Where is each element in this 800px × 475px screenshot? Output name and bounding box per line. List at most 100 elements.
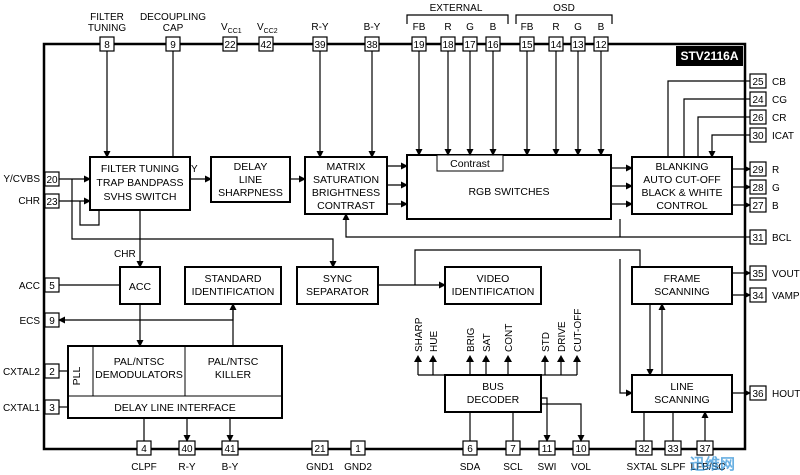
svg-text:37: 37 (699, 444, 711, 455)
pin-42: 42 (260, 40, 272, 51)
label-vamp: VAMP (772, 291, 800, 302)
svg-text:PAL/NTSC: PAL/NTSC (208, 356, 259, 368)
svg-text:DEMODULATORS: DEMODULATORS (95, 369, 183, 381)
svg-text:41: 41 (224, 444, 236, 455)
label-ycvbs: Y/CVBS (3, 174, 40, 185)
pin-15: 15 (521, 40, 533, 51)
label-osd-fb: FB (521, 22, 534, 33)
label-cxtal2: CXTAL2 (3, 367, 40, 378)
svg-text:LINE: LINE (239, 174, 262, 186)
svg-text:4: 4 (141, 444, 147, 455)
svg-text:SEPARATOR: SEPARATOR (306, 286, 369, 298)
svg-text:40: 40 (181, 444, 193, 455)
wires: Y CHR (58, 51, 751, 442)
svg-text:GND2: GND2 (344, 462, 372, 473)
pin-13: 13 (572, 40, 584, 51)
svg-text:CLPF: CLPF (131, 462, 157, 473)
top-pins: 8 9 22 42 39 38 19 18 17 16 15 14 13 12 (99, 36, 609, 52)
svg-text:KILLER: KILLER (215, 369, 252, 381)
svg-text:29: 29 (752, 165, 764, 176)
block-bus-decoder (444, 374, 542, 413)
svg-text:BLACK & WHITE: BLACK & WHITE (641, 187, 722, 199)
label-cxtal1: CXTAL1 (3, 403, 40, 414)
pin-9-top: 9 (170, 40, 176, 51)
label-cg: CG (772, 95, 787, 106)
svg-text:27: 27 (752, 201, 764, 212)
pin-23: 23 (46, 197, 58, 208)
svg-text:1: 1 (355, 444, 361, 455)
svg-text:BRIGHTNESS: BRIGHTNESS (312, 187, 380, 199)
bus-out-sharp: SHARP (414, 317, 425, 352)
svg-text:28: 28 (752, 183, 764, 194)
pin-18: 18 (442, 40, 454, 51)
label-icat: ICAT (772, 131, 794, 142)
svg-text:SCANNING: SCANNING (654, 286, 709, 298)
svg-text:TRAP BANDPASS: TRAP BANDPASS (96, 177, 183, 189)
svg-text:VIDEO: VIDEO (477, 273, 510, 285)
label-top-by: B-Y (364, 22, 381, 33)
block-delay-line (210, 156, 291, 203)
label-osd-g: G (574, 22, 582, 33)
svg-text:B-Y: B-Y (222, 462, 239, 473)
bus-out-cutoff: CUT-OFF (573, 309, 584, 352)
svg-text:7: 7 (510, 444, 516, 455)
watermark: 迅维网 (690, 455, 735, 473)
svg-text:34: 34 (752, 291, 764, 302)
svg-text:35: 35 (752, 269, 764, 280)
pin-2: 2 (49, 367, 55, 378)
bus-out-sat: SAT (482, 333, 493, 352)
svg-text:BUS: BUS (482, 381, 504, 393)
label-osd-r: R (552, 22, 559, 33)
label-osd: OSD (553, 3, 575, 14)
label-external: EXTERNAL (430, 3, 483, 14)
label-decoupling-cap-1: DECOUPLING (140, 12, 206, 23)
svg-text:11: 11 (542, 444, 553, 455)
label-acc-pin: ACC (19, 281, 40, 292)
svg-text:PAL/NTSC: PAL/NTSC (114, 356, 165, 368)
pin-14: 14 (550, 40, 562, 51)
block-sync-sep (296, 266, 379, 305)
svg-text:DELAY: DELAY (234, 161, 268, 173)
label-hout: HOUT (772, 389, 800, 400)
svg-text:SATURATION: SATURATION (313, 174, 379, 186)
pin-16: 16 (487, 40, 499, 51)
label-cr: CR (772, 113, 786, 124)
bus-out-std: STD (541, 332, 552, 352)
label-osd-b: B (598, 22, 605, 33)
svg-text:CONTRAST: CONTRAST (317, 200, 375, 212)
svg-text:SWI: SWI (538, 462, 557, 473)
pin-39: 39 (314, 40, 326, 51)
pin-3: 3 (49, 403, 55, 414)
pin-38: 38 (366, 40, 378, 51)
svg-text:31: 31 (752, 233, 764, 244)
svg-text:6: 6 (467, 444, 473, 455)
pin-19: 19 (413, 40, 425, 51)
pin-5: 5 (49, 281, 55, 292)
label-vcc2: VCC2 (257, 22, 278, 35)
label-b-out: B (772, 201, 779, 212)
svg-text:25: 25 (752, 77, 764, 88)
chip-outline (42, 42, 747, 451)
svg-text:26: 26 (752, 113, 764, 124)
svg-text:30: 30 (752, 131, 764, 142)
block-filter (89, 156, 191, 211)
svg-text:DECODER: DECODER (467, 394, 520, 406)
label-chr-in: CHR (18, 196, 40, 207)
signal-y: Y (191, 164, 198, 175)
svg-text:STANDARD: STANDARD (205, 273, 262, 285)
svg-text:SCANNING: SCANNING (654, 394, 709, 406)
svg-text:LINE: LINE (670, 381, 693, 393)
svg-text:SCL: SCL (503, 462, 523, 473)
label-decoupling-cap-2: CAP (163, 23, 184, 34)
svg-text:R-Y: R-Y (178, 462, 196, 473)
svg-text:21: 21 (314, 444, 326, 455)
bus-out-drive: DRIVE (557, 321, 568, 352)
svg-text:GND1: GND1 (306, 462, 334, 473)
svg-text:RGB SWITCHES: RGB SWITCHES (468, 186, 549, 198)
svg-text:MATRIX: MATRIX (327, 161, 366, 173)
pin-22: 22 (224, 40, 236, 51)
svg-text:DELAY LINE INTERFACE: DELAY LINE INTERFACE (114, 402, 236, 414)
svg-text:SDA: SDA (460, 462, 481, 473)
svg-text:IDENTIFICATION: IDENTIFICATION (452, 286, 535, 298)
label-ext-r: R (444, 22, 451, 33)
